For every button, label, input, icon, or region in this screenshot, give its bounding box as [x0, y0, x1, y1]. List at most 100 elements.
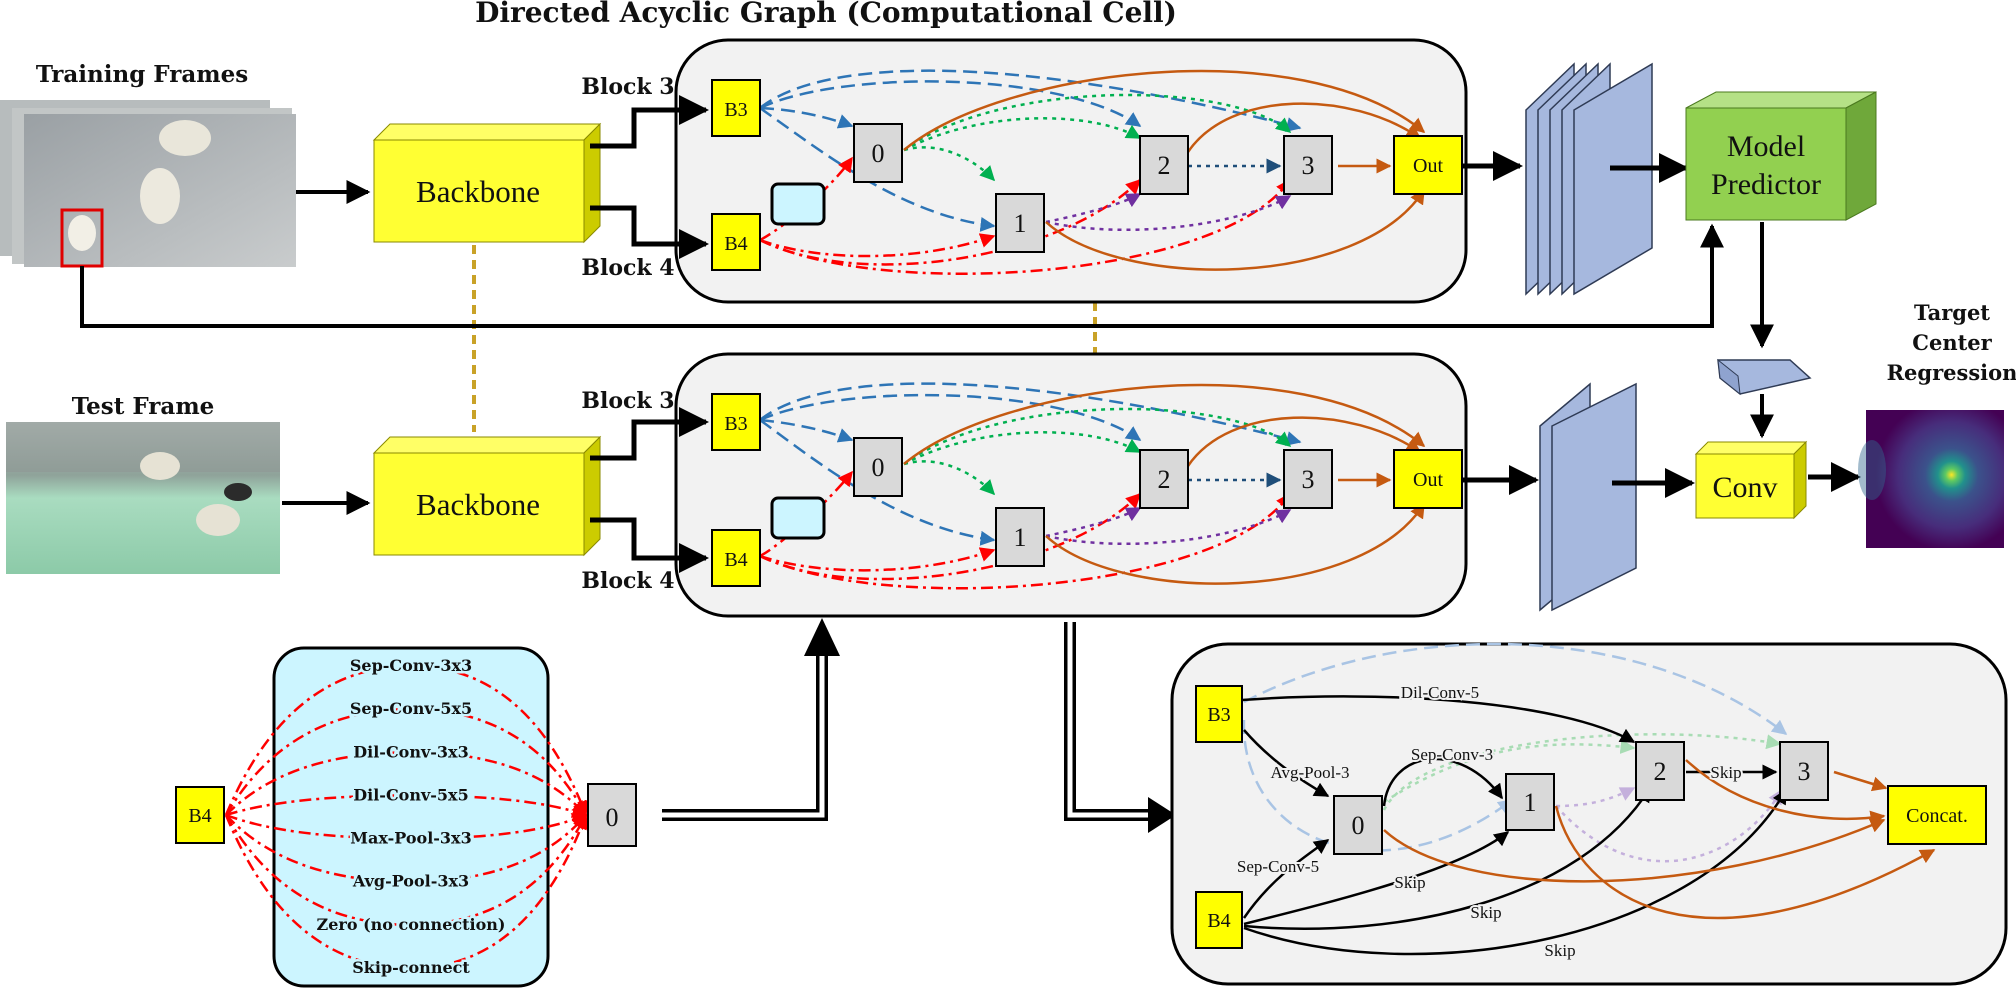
block4-connector	[590, 205, 709, 259]
node-0-label: 0	[872, 139, 885, 168]
node-b4-label: B4	[724, 549, 747, 571]
bear-shape	[159, 120, 211, 156]
operation-label: Sep-Conv-5x5	[350, 699, 472, 718]
operation-label: Max-Pool-3x3	[350, 829, 471, 848]
node-out-label: Out	[1413, 469, 1443, 491]
node-b4	[711, 529, 761, 587]
ops-source-node	[175, 786, 225, 844]
node-3-label: 3	[1302, 151, 1315, 180]
backbone-label: Backbone	[416, 174, 540, 209]
operation-edge	[225, 813, 587, 883]
final-cell-container	[1170, 642, 2008, 986]
bear-shape	[140, 452, 180, 480]
model-predictor-label-line2: Predictor	[1711, 168, 1821, 201]
training-frames-label: Training Frames	[36, 61, 248, 88]
node-3	[1283, 449, 1333, 509]
final-node-concat-label: Concat.	[1906, 805, 1968, 827]
heatmap	[1866, 410, 2004, 548]
final-cell: B3 B4 0 1 2 3 Concat. Dil-Conv-5 Avg-Poo…	[1170, 642, 2008, 986]
final-node-2-label: 2	[1654, 757, 1667, 786]
bear-shape	[196, 504, 240, 536]
final-node-b4	[1195, 891, 1243, 949]
block4-label: Block 4	[581, 568, 674, 594]
cell-container	[674, 352, 1468, 618]
model-predictor-label-line1: Model	[1727, 130, 1805, 163]
node-2-label: 2	[1158, 465, 1171, 494]
filter-kernel	[1717, 358, 1812, 396]
operation-edge	[224, 813, 588, 927]
operation-label: Dil-Conv-5x5	[353, 785, 468, 804]
edge-label: Avg-Pool-3	[1270, 763, 1349, 782]
target-label-line2: Center	[1912, 330, 1992, 355]
node-0	[853, 123, 903, 183]
ops-target-node	[587, 783, 637, 847]
ops-source-label: B4	[188, 805, 211, 827]
backbone-bottom: Backbone	[372, 435, 602, 557]
operations-container	[272, 646, 550, 988]
edge-label: Sep-Conv-5	[1237, 857, 1319, 876]
node-3-label: 3	[1302, 465, 1315, 494]
node-b4	[711, 213, 761, 271]
backbone-top: Backbone	[372, 122, 602, 244]
block3-label: Block 3	[581, 74, 674, 100]
block4-connector	[590, 517, 709, 573]
final-node-b3-label: B3	[1207, 704, 1230, 726]
edge-label: Skip	[1710, 763, 1741, 782]
final-node-3	[1779, 741, 1829, 801]
edge-label: Sep-Conv-3	[1411, 745, 1493, 764]
block3-label: Block 3	[581, 388, 674, 414]
node-b3-label: B3	[724, 99, 747, 121]
target-label-line1: Target	[1914, 300, 1990, 325]
training-frames: Training Frames	[0, 61, 296, 268]
final-node-3-label: 3	[1798, 757, 1811, 786]
final-node-0	[1333, 795, 1383, 855]
edge-label: Skip	[1470, 903, 1501, 922]
cell-to-final-arrow	[1064, 622, 1176, 833]
target-label-line3: Regression	[1887, 360, 2016, 385]
node-2	[1139, 135, 1189, 195]
test-frame-label: Test Frame	[72, 393, 215, 420]
node-0	[853, 437, 903, 497]
target-annotation-line	[80, 223, 1724, 328]
target-center-regression: Target Center Regression	[1858, 300, 2016, 548]
feature-map-bottom	[1539, 382, 1637, 612]
block4-label: Block 4	[581, 255, 674, 281]
final-node-0-label: 0	[1352, 811, 1365, 840]
cell-container	[674, 38, 1468, 304]
node-2-label: 2	[1158, 151, 1171, 180]
node-1-label: 1	[1014, 209, 1027, 238]
ops-target-label: 0	[606, 803, 619, 832]
node-3	[1283, 135, 1333, 195]
node-1	[995, 507, 1045, 567]
node-2	[1139, 449, 1189, 509]
node-out	[1393, 449, 1463, 509]
node-1	[995, 193, 1045, 253]
block3-connector	[590, 407, 709, 461]
operation-label: Dil-Conv-3x3	[353, 742, 468, 761]
operation-edge	[225, 794, 588, 818]
operation-edge	[224, 813, 589, 970]
backbone-label: Backbone	[416, 487, 540, 522]
test-frame: Test Frame	[6, 393, 280, 574]
final-node-2	[1635, 741, 1685, 801]
node-out-label: Out	[1413, 155, 1443, 177]
ops-to-cell-arrow	[662, 618, 840, 821]
final-node-concat	[1887, 785, 1987, 845]
tire-shape	[224, 483, 252, 501]
feature-maps-top	[1525, 62, 1653, 296]
bear-shape	[68, 215, 96, 251]
bear-shape	[140, 168, 180, 224]
conv-label: Conv	[1712, 471, 1777, 504]
node-1-label: 1	[1014, 523, 1027, 552]
node-b3	[711, 79, 761, 137]
operation-label: Zero (no connection)	[317, 915, 506, 934]
mixed-op-placeholder	[770, 182, 826, 226]
model-predictor: Model Predictor	[1685, 91, 1877, 221]
edge-label: Skip	[1394, 873, 1425, 892]
operations-panel: B4 0 Sep-Conv-3x3Sep-Conv-5x5Dil-Conv-3x…	[175, 646, 637, 988]
node-out	[1393, 135, 1463, 195]
page-title: Directed Acyclic Graph (Computational Ce…	[475, 0, 1177, 29]
final-node-b4-label: B4	[1207, 910, 1230, 932]
node-b3-label: B3	[724, 413, 747, 435]
